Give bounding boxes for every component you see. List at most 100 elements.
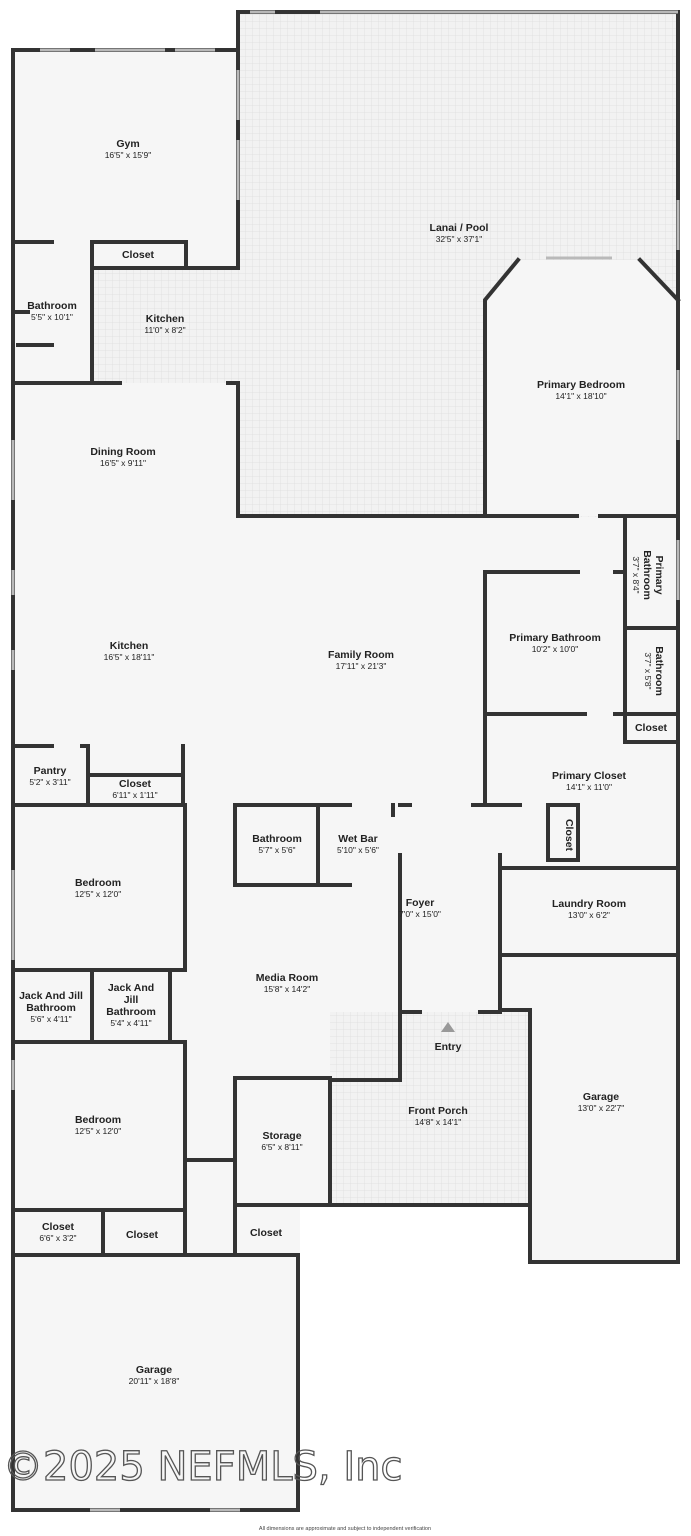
room-name: Front Porch [408, 1105, 468, 1117]
room-dimensions: 12'5" x 12'0" [75, 889, 122, 899]
room-dimensions: 3'7" x 8'4" [631, 556, 641, 593]
room-dimensions: 17'11" x 21'3" [336, 661, 387, 671]
room-name: Family Room [328, 649, 394, 661]
front-porch-floor [330, 1012, 530, 1204]
room-dimensions: 20'11" x 18'8" [129, 1376, 180, 1386]
watermark: ©2025 NEFMLS, Inc [3, 1444, 402, 1490]
room-dimensions: 16'5" x 18'11" [104, 652, 155, 662]
floor-fills [13, 12, 691, 1536]
room-name: Bathroom [26, 1002, 76, 1014]
primary-bedroom-floor [485, 260, 678, 516]
room-name: Bedroom [75, 1114, 121, 1126]
room-name: Jack And Jill [19, 990, 83, 1002]
room-dimensions: 14'1" x 11'0" [566, 782, 612, 792]
room-dimensions: 16'5" x 15'9" [105, 150, 152, 160]
room-name: Primary [653, 555, 665, 594]
room-name: Closet [119, 778, 152, 790]
room-label: Entry [435, 1041, 462, 1053]
room-dimensions: 13'0" x 6'2" [568, 910, 610, 920]
room-dimensions: 16'5" x 9'11" [100, 458, 146, 468]
outside-garage-right-fill [530, 955, 678, 1262]
room-name: Bathroom [252, 833, 302, 845]
room-label: Closet [250, 1227, 283, 1239]
room-dimensions: 14'8" x 14'1" [415, 1117, 462, 1127]
room-name: Media Room [256, 972, 318, 984]
room-dimensions: 5'4" x 4'11" [110, 1018, 151, 1028]
room-name: Closet [122, 249, 155, 261]
room-name: Foyer [406, 897, 435, 909]
room-name: Wet Bar [338, 833, 377, 845]
room-name: Primary Bathroom [509, 632, 601, 644]
room-name: Closet [563, 819, 575, 852]
room-label: Closet [122, 249, 155, 261]
room-dimensions: 5'7" x 5'6" [258, 845, 295, 855]
room-name: Jill [124, 994, 139, 1006]
room-name: Primary Closet [552, 770, 627, 782]
room-dimensions: 13'0" x 22'7" [578, 1103, 625, 1113]
room-name: Garage [583, 1091, 619, 1103]
room-dimensions: 12'5" x 12'0" [75, 1126, 122, 1136]
room-name: Primary Bedroom [537, 379, 625, 391]
room-dimensions: 6'6" x 3'2" [39, 1233, 76, 1243]
room-name: Entry [435, 1041, 462, 1053]
room-name: Bedroom [75, 877, 121, 889]
room-name: Bathroom [641, 550, 653, 600]
room-dimensions: 5'2" x 3'11" [29, 777, 70, 787]
room-name: Bathroom [653, 646, 665, 696]
room-name: Kitchen [146, 313, 185, 325]
room-dimensions: 6'5" x 8'11" [261, 1142, 302, 1152]
room-name: Kitchen [110, 640, 149, 652]
room-name: Storage [262, 1130, 301, 1142]
room-dimensions: 32'5" x 37'1" [436, 234, 483, 244]
room-name: Closet [635, 722, 668, 734]
room-name: Closet [250, 1227, 283, 1239]
room-name: Gym [116, 138, 139, 150]
room-name: Garage [136, 1364, 172, 1376]
room-name: Lanai / Pool [430, 222, 489, 234]
windows [11, 10, 680, 1512]
room-dimensions: 5'10" x 5'6" [337, 845, 379, 855]
room-name: Bathroom [106, 1006, 156, 1018]
room-label: Closet [126, 1229, 159, 1241]
room-dimensions: 15'8" x 14'2" [264, 984, 311, 994]
room-name: Dining Room [90, 446, 155, 458]
room-name: Laundry Room [552, 898, 626, 910]
room-dimensions: 6'11" x 1'11" [112, 790, 157, 800]
room-dimensions: 14'1" x 18'10" [555, 391, 606, 401]
kitchen-tile-floor [92, 268, 238, 383]
room-dimensions: 5'6" x 4'11" [30, 1014, 71, 1024]
room-dimensions: 7'0" x 15'0" [399, 909, 441, 919]
room-label: Closet [563, 819, 575, 852]
room-dimensions: 11'0" x 8'2" [144, 325, 185, 335]
entry-arrow-icon [441, 1022, 455, 1032]
disclaimer: All dimensions are approximate and subje… [259, 1526, 431, 1532]
room-name: Jack And [108, 982, 154, 994]
room-name: Pantry [34, 765, 67, 777]
